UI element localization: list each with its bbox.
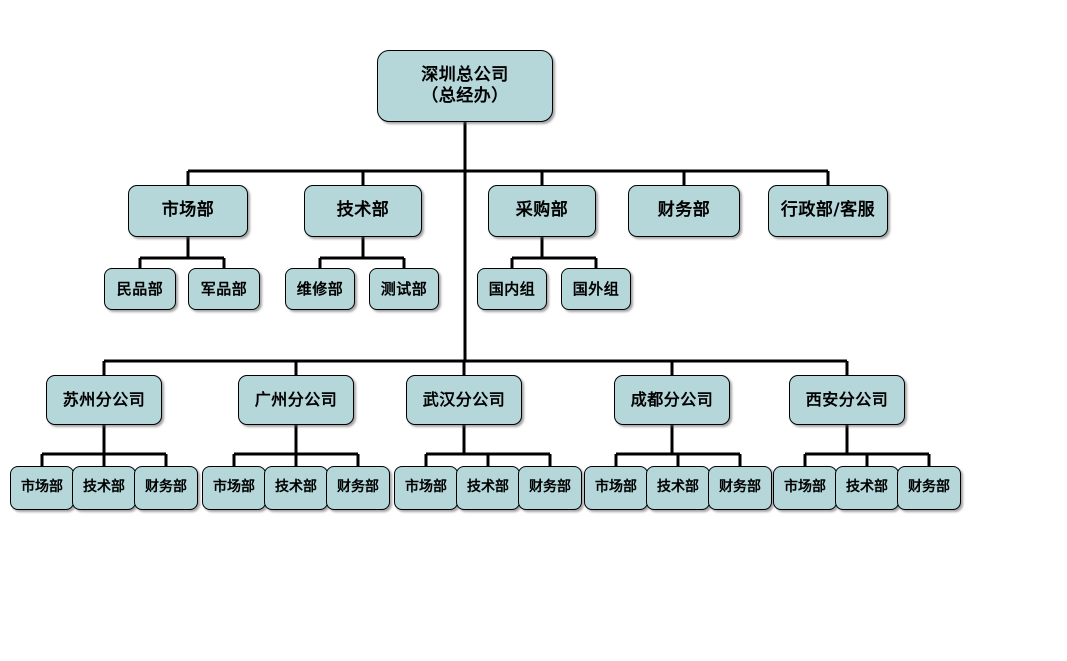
org-node-branch-department[interactable]: 市场部: [773, 466, 837, 510]
org-node-branch-department[interactable]: 财务部: [708, 466, 772, 510]
org-node-department[interactable]: 采购部: [488, 185, 596, 237]
org-node-department[interactable]: 行政部/客服: [768, 185, 888, 237]
org-node-branch-department[interactable]: 市场部: [394, 466, 458, 510]
org-node-sub-department[interactable]: 军品部: [188, 268, 260, 310]
org-node-branch-department[interactable]: 财务部: [134, 466, 198, 510]
org-node-sub-department[interactable]: 维修部: [285, 268, 355, 310]
org-node-department[interactable]: 技术部: [304, 185, 422, 237]
org-node-branch[interactable]: 苏州分公司: [46, 375, 162, 425]
org-node-branch[interactable]: 武汉分公司: [406, 375, 522, 425]
org-node-branch-department[interactable]: 技术部: [835, 466, 899, 510]
org-node-root[interactable]: 深圳总公司 （总经办）: [377, 50, 553, 122]
org-node-branch-department[interactable]: 技术部: [646, 466, 710, 510]
org-node-branch[interactable]: 广州分公司: [238, 375, 354, 425]
org-node-branch-department[interactable]: 市场部: [584, 466, 648, 510]
org-node-branch-department[interactable]: 财务部: [897, 466, 961, 510]
org-node-branch-department[interactable]: 技术部: [72, 466, 136, 510]
org-node-branch-department[interactable]: 财务部: [326, 466, 390, 510]
org-node-branch-department[interactable]: 技术部: [456, 466, 520, 510]
org-node-sub-department[interactable]: 测试部: [369, 268, 439, 310]
org-node-department[interactable]: 财务部: [628, 185, 740, 237]
org-node-branch-department[interactable]: 财务部: [518, 466, 582, 510]
org-node-sub-department[interactable]: 国外组: [561, 268, 631, 310]
org-node-sub-department[interactable]: 国内组: [477, 268, 547, 310]
org-node-branch-department[interactable]: 技术部: [264, 466, 328, 510]
org-node-department[interactable]: 市场部: [128, 185, 248, 237]
org-node-branch[interactable]: 西安分公司: [789, 375, 905, 425]
org-node-sub-department[interactable]: 民品部: [104, 268, 176, 310]
org-node-branch[interactable]: 成都分公司: [614, 375, 730, 425]
org-node-branch-department[interactable]: 市场部: [202, 466, 266, 510]
org-node-branch-department[interactable]: 市场部: [10, 466, 74, 510]
